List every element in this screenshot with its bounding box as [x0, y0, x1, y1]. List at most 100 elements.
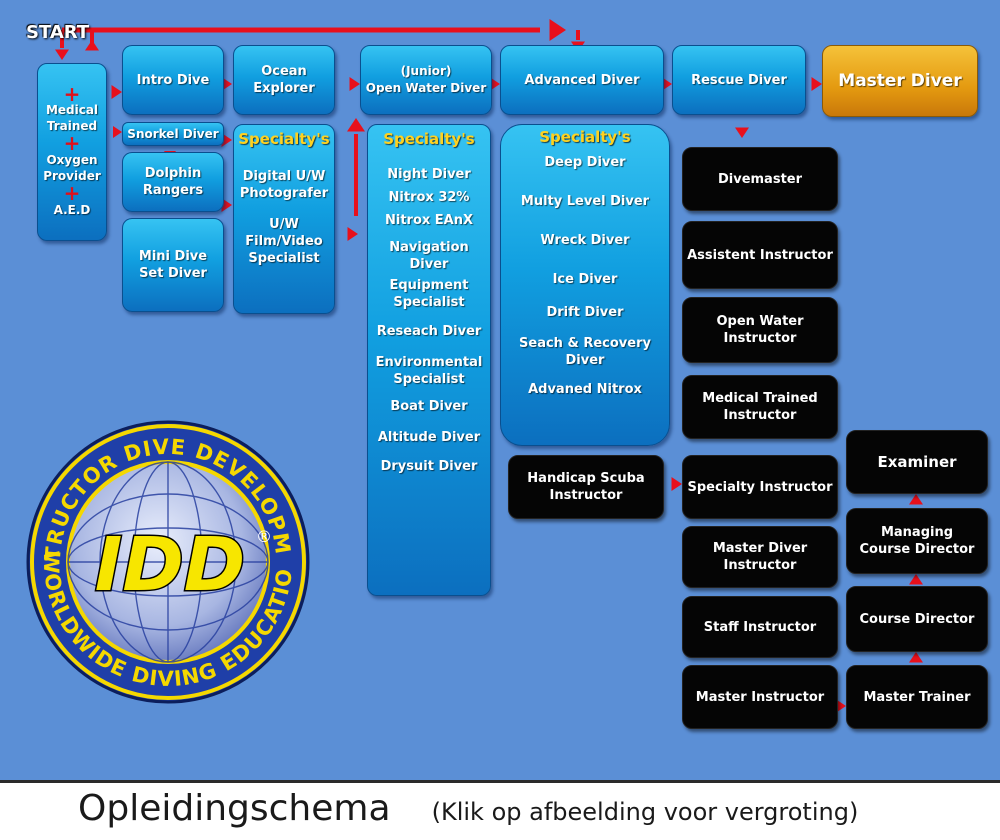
mini-dive-line2: Set Diver	[139, 266, 207, 281]
master-diver-box[interactable]: Master Diver	[822, 45, 978, 117]
advanced-diver-box[interactable]: Advanced Diver	[500, 45, 664, 115]
arrow-head	[909, 652, 923, 663]
spec-environmental-line1: Environmental	[375, 355, 483, 370]
spec-advanced-nitrox: Advaned Nitrox	[528, 382, 642, 397]
medical-trained-instructor-box[interactable]: Medical Trained Instructor	[682, 375, 838, 439]
assistent-instructor-label: Assistent Instructor	[687, 247, 833, 263]
spec-navigation-line2: Diver	[409, 257, 449, 272]
ocean-explorer-line1: Ocean	[261, 64, 307, 79]
mdi-line1: Master Diver	[712, 541, 808, 556]
spec-altitude: Altitude Diver	[377, 430, 481, 445]
arrow-head	[909, 574, 923, 585]
staff-instructor-box[interactable]: Staff Instructor	[682, 596, 838, 658]
divider	[0, 780, 1000, 783]
spec-ice: Ice Diver	[552, 272, 618, 287]
caption-title: Opleidingschema	[78, 788, 391, 829]
arrow-head	[221, 133, 232, 147]
arrow-head	[811, 77, 822, 91]
snorkel-diver-label: Snorkel Diver	[127, 126, 219, 141]
managing-course-director-box[interactable]: Managing Course Director	[846, 508, 988, 574]
spec-equipment-line1: Equipment	[389, 278, 469, 293]
caption-hint[interactable]: (Klik op afbeelding voor vergroting)	[431, 798, 859, 826]
snorkel-diver-box[interactable]: Snorkel Diver	[122, 122, 224, 146]
spec-boat: Boat Diver	[390, 399, 468, 414]
master-trainer-box[interactable]: Master Trainer	[846, 665, 988, 729]
arrow-head	[671, 477, 682, 491]
arrow-head	[221, 198, 232, 212]
managing-cd-line2: Course Director	[859, 542, 975, 557]
advanced-diver-label: Advanced Diver	[524, 72, 640, 88]
course-director-box[interactable]: Course Director	[846, 586, 988, 652]
open-water-line2: Open Water Diver	[365, 81, 487, 95]
arrow-head	[221, 77, 232, 91]
arrow-head	[909, 494, 923, 505]
caption[interactable]: Opleidingschema (Klik op afbeelding voor…	[78, 788, 858, 829]
specialty-left-title: Specialty's	[238, 130, 330, 148]
examiner-box[interactable]: Examiner	[846, 430, 988, 494]
arrow-head	[835, 699, 846, 713]
intro-dive-label: Intro Dive	[136, 72, 210, 88]
medical-instructor-line1: Medical Trained	[702, 391, 818, 406]
open-water-instructor-box[interactable]: Open Water Instructor	[682, 297, 838, 363]
training-diagram[interactable]: INSTRUCTOR DIVE DEVELOPMENT WORLDWIDE DI…	[0, 0, 1000, 783]
prereq-trained: Trained	[46, 119, 98, 133]
arrow-head	[55, 49, 69, 60]
spec-digital-line2: Photografer	[239, 186, 329, 201]
logo-idd-mark: IDD	[95, 522, 245, 608]
spec-navigation-line1: Navigation	[389, 240, 469, 255]
master-diver-label: Master Diver	[838, 70, 962, 91]
intro-dive-box[interactable]: Intro Dive	[122, 45, 224, 115]
arrow-head	[347, 227, 358, 241]
specialty-ow-box[interactable]: Specialty's Night Diver Nitrox 32% Nitro…	[367, 124, 491, 596]
specialty-instructor-box[interactable]: Specialty Instructor	[682, 455, 838, 519]
arrow-head	[85, 40, 99, 51]
master-instructor-box[interactable]: Master Instructor	[682, 665, 838, 729]
specialty-ow-title: Specialty's	[383, 130, 475, 148]
arrow-head	[549, 19, 566, 41]
spec-multilevel: Multy Level Diver	[520, 194, 650, 209]
spec-research: Reseach Diver	[376, 324, 482, 339]
arrow-head	[111, 85, 122, 99]
mini-dive-box[interactable]: Mini Dive Set Diver	[122, 218, 224, 312]
open-water-line1: (Junior)	[400, 64, 452, 78]
specialty-instructor-label: Specialty Instructor	[687, 479, 833, 495]
arrow-head	[489, 77, 500, 91]
dolphin-rangers-line1: Dolphin	[144, 166, 202, 181]
specialty-adv-box[interactable]: Specialty's Deep Diver Multy Level Diver…	[500, 124, 670, 446]
divemaster-label: Divemaster	[717, 171, 803, 187]
logo-registered-mark: ®	[256, 527, 272, 546]
mini-dive-line1: Mini Dive	[138, 249, 208, 264]
spec-search-line1: Seach & Recovery	[519, 336, 651, 351]
spec-nitrox32: Nitrox 32%	[388, 190, 470, 205]
rescue-diver-box[interactable]: Rescue Diver	[672, 45, 806, 115]
course-director-label: Course Director	[859, 611, 975, 627]
dolphin-rangers-line2: Rangers	[142, 183, 204, 198]
arrow-head	[349, 77, 360, 91]
master-instructor-label: Master Instructor	[695, 689, 825, 705]
divemaster-box[interactable]: Divemaster	[682, 147, 838, 211]
prereq-provider: Provider	[43, 169, 101, 183]
handicap-scuba-instructor-box[interactable]: Handicap Scuba Instructor	[508, 455, 664, 519]
spec-nitrox-eanx: Nitrox EAnX	[384, 213, 474, 228]
arrow-head	[113, 126, 122, 138]
arrow-head	[661, 77, 672, 91]
examiner-label: Examiner	[877, 452, 957, 471]
ow-instructor-line1: Open Water	[716, 314, 804, 329]
spec-deep: Deep Diver	[544, 155, 626, 170]
spec-night: Night Diver	[387, 167, 471, 182]
ocean-explorer-box[interactable]: Ocean Explorer	[233, 45, 335, 115]
managing-cd-line1: Managing	[880, 525, 954, 540]
arrow-head	[347, 118, 365, 132]
assistent-instructor-box[interactable]: Assistent Instructor	[682, 221, 838, 289]
specialty-left-box[interactable]: Specialty's Digital U/W Photografer U/W …	[233, 124, 335, 314]
prerequisites-box[interactable]: + Medical Trained + Oxygen Provider + A.…	[37, 63, 107, 241]
master-diver-instructor-box[interactable]: Master Diver Instructor	[682, 526, 838, 588]
open-water-diver-box[interactable]: (Junior) Open Water Diver	[360, 45, 492, 115]
handicap-line1: Handicap Scuba	[527, 471, 645, 486]
mdi-line2: Instructor	[723, 558, 797, 573]
arrow-head	[735, 127, 749, 138]
handicap-line2: Instructor	[549, 488, 623, 503]
rescue-diver-label: Rescue Diver	[691, 72, 787, 88]
dolphin-rangers-box[interactable]: Dolphin Rangers	[122, 152, 224, 212]
